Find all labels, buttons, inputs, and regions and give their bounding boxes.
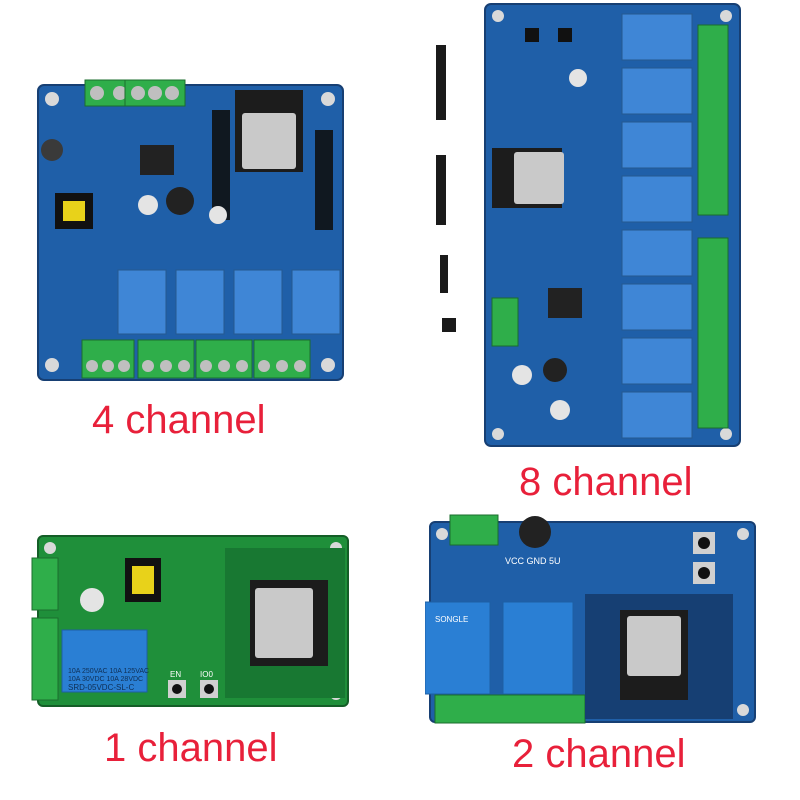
io0-label: IO0 [200, 670, 213, 679]
terminal-blocks [31, 557, 59, 701]
one-channel-caption: 1 channel [104, 726, 278, 770]
relay-text-1: 10A 250VAC 10A 125VAC [68, 668, 149, 675]
relay-column [621, 13, 693, 439]
relay-terminal-blocks [81, 339, 311, 379]
relay-brand: SONGLE [435, 615, 468, 624]
power-label: VCC GND 5U [505, 556, 561, 566]
power-terminal-block [84, 79, 186, 107]
relay-model: SRD-05VDC-SL-C [68, 683, 134, 692]
two-channel-caption: 2 channel [512, 732, 686, 776]
one-channel-board-photo: 10A 250VAC 10A 125VAC 10A 30VDC 10A 28VD… [31, 535, 349, 707]
en-button[interactable] [168, 680, 186, 698]
relay-text-2: 10A 30VDC 10A 28VDC [68, 676, 143, 683]
four-channel-caption: 4 channel [92, 398, 266, 442]
relay-pair [425, 601, 574, 695]
relay-terminal-column [697, 24, 729, 429]
io0-button[interactable] [200, 680, 218, 698]
four-channel-board-photo [37, 79, 344, 381]
en-label: EN [170, 670, 181, 679]
eight-channel-caption: 8 channel [519, 460, 693, 504]
eight-channel-board-photo [436, 3, 741, 447]
relay-row [117, 269, 341, 335]
loose-pin-headers [436, 45, 456, 332]
two-channel-board-photo: VCC GND 5U SONGLE [425, 514, 756, 724]
